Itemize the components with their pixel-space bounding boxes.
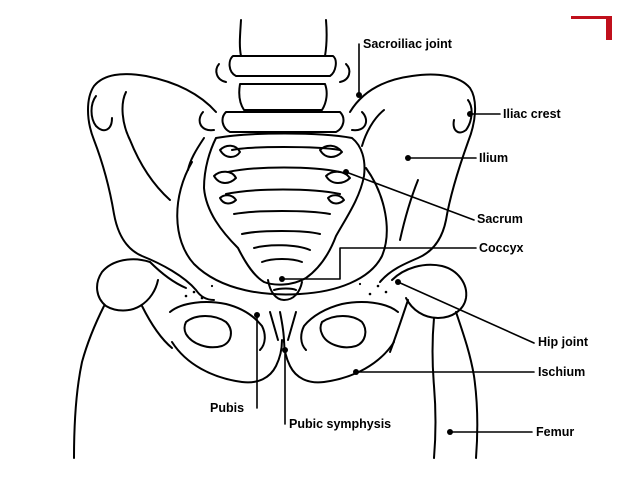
left-femur bbox=[74, 259, 186, 458]
label-sacrum: Sacrum bbox=[477, 212, 523, 226]
label-iliac-crest: Iliac crest bbox=[503, 107, 561, 121]
label-pubis: Pubis bbox=[210, 401, 244, 415]
corner-bracket-mark bbox=[571, 16, 612, 40]
label-femur: Femur bbox=[536, 425, 574, 439]
right-femur bbox=[390, 265, 477, 458]
label-ischium: Ischium bbox=[538, 365, 585, 379]
pelvic-brim bbox=[177, 162, 387, 294]
corner-bracket-vertical bbox=[606, 16, 612, 40]
label-hip-joint: Hip joint bbox=[538, 335, 588, 349]
label-ilium: Ilium bbox=[479, 151, 508, 165]
label-pubic-symphysis: Pubic symphysis bbox=[289, 417, 391, 431]
leader-lines bbox=[257, 44, 534, 432]
lumbar-spine bbox=[200, 20, 366, 132]
speckle-dots bbox=[185, 283, 388, 299]
right-obturator-foramen bbox=[321, 316, 366, 347]
pubis-ischium bbox=[170, 302, 398, 382]
pubic-symphysis-line bbox=[280, 312, 284, 342]
left-obturator-foramen bbox=[185, 316, 231, 347]
label-coccyx: Coccyx bbox=[479, 241, 523, 255]
right-ilium bbox=[350, 75, 475, 283]
label-sacroiliac-joint: Sacroiliac joint bbox=[363, 37, 452, 51]
